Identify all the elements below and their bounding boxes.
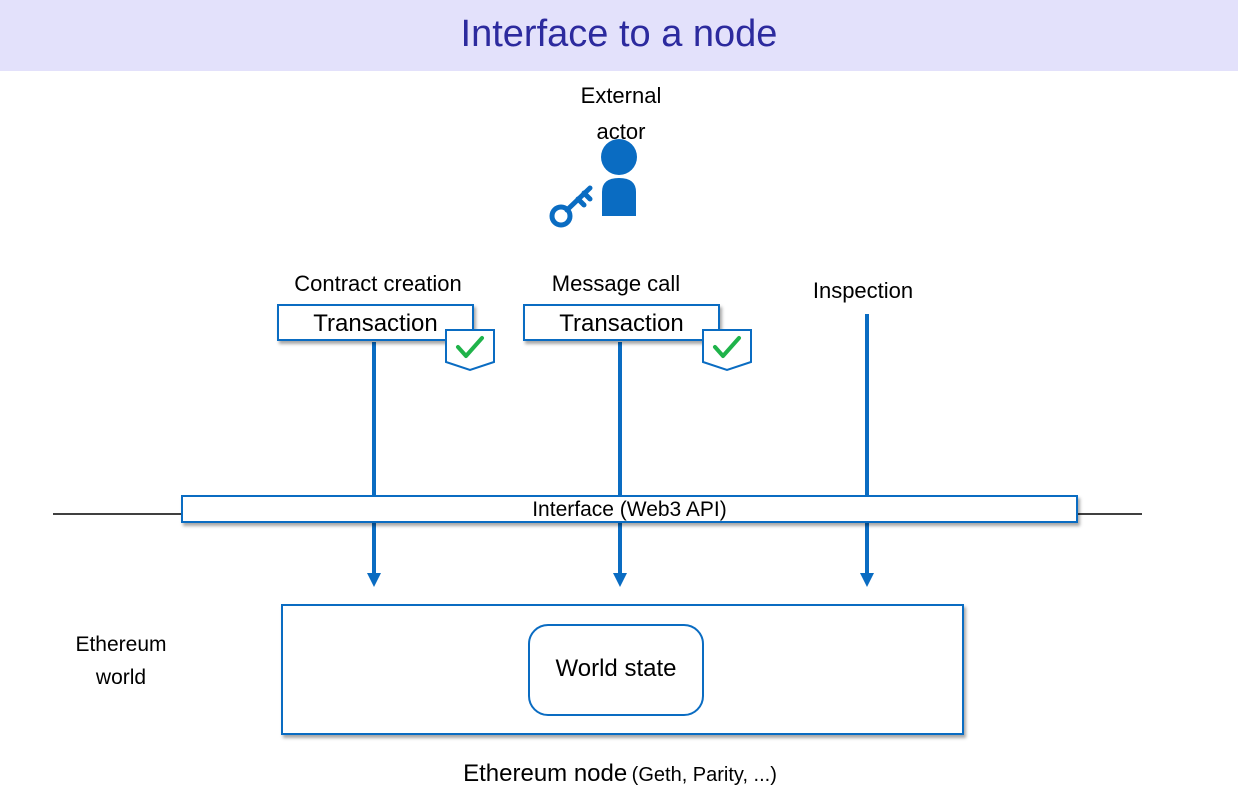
ethereum-world-line2: world — [95, 666, 147, 689]
caption-contract-creation: Contract creation — [294, 271, 462, 296]
interface-label: Interface (Web3 API) — [532, 498, 727, 521]
transaction-box-message-call: Transaction — [523, 304, 720, 341]
key-icon — [549, 185, 593, 228]
ethereum-node-detail: (Geth, Parity, ...) — [631, 764, 777, 786]
interface-bar: Interface (Web3 API) — [181, 495, 1078, 523]
external-actor-label: External actor — [540, 78, 702, 150]
arrowhead-message-call — [613, 573, 627, 587]
actor-label-line1: External — [580, 83, 662, 108]
arrowhead-contract-creation — [367, 573, 381, 587]
checkmark-icon — [445, 329, 495, 372]
ethereum-world-line1: Ethereum — [75, 633, 167, 656]
caption-message-call: Message call — [551, 271, 681, 296]
ethereum-node-label: Ethereum node — [463, 760, 628, 787]
transaction-label: Transaction — [313, 310, 438, 337]
arrowhead-inspection — [860, 573, 874, 587]
ethereum-world-label: Ethereum world — [60, 628, 182, 694]
ethereum-node-caption: Ethereum node (Geth, Parity, ...) — [380, 760, 860, 788]
world-state-label: World state — [555, 655, 677, 682]
person-icon — [601, 139, 637, 216]
world-state-box: World state — [528, 624, 704, 716]
checkmark-icon — [702, 329, 752, 372]
title-bar: Interface to a node — [0, 0, 1238, 71]
transaction-box-contract-creation: Transaction — [277, 304, 474, 341]
transaction-label: Transaction — [559, 310, 684, 337]
page-title: Interface to a node — [460, 13, 778, 55]
caption-inspection: Inspection — [812, 278, 914, 303]
